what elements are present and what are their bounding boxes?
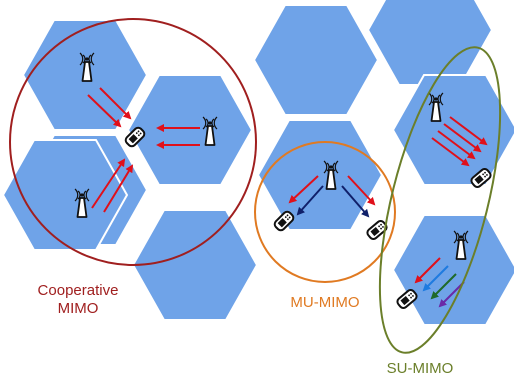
red-arrow	[288, 175, 319, 204]
navy-arrow	[341, 185, 370, 218]
red-arrow	[87, 94, 122, 128]
mu-mimo-outline	[254, 141, 396, 283]
cell	[252, 4, 380, 116]
red-arrow	[414, 257, 441, 284]
cooperative-mimo-outline	[9, 18, 257, 266]
red-arrow	[437, 130, 476, 160]
green-arrow	[430, 273, 457, 300]
cooperative-mimo-label: MIMO	[58, 300, 99, 317]
red-arrow	[99, 87, 132, 120]
su-mimo-outline	[378, 46, 502, 354]
red-arrow	[431, 137, 470, 167]
mu-mimo-label: MU-MIMO	[290, 294, 359, 311]
cell	[256, 119, 384, 231]
cell	[126, 74, 254, 186]
blue-arrow	[422, 265, 449, 292]
cell	[366, 0, 494, 86]
cell	[1, 139, 129, 251]
red-arrow	[103, 164, 134, 213]
purple-arrow	[438, 281, 465, 308]
cell	[391, 214, 514, 326]
red-arrow	[91, 158, 126, 209]
cooperative-mimo-label: Cooperative	[38, 282, 119, 299]
navy-arrow	[296, 185, 324, 216]
red-arrow	[449, 116, 488, 146]
red-arrow	[347, 175, 376, 206]
su-mimo-label: SU-MIMO	[387, 360, 454, 377]
cell	[131, 209, 259, 321]
red-arrow	[443, 123, 482, 153]
